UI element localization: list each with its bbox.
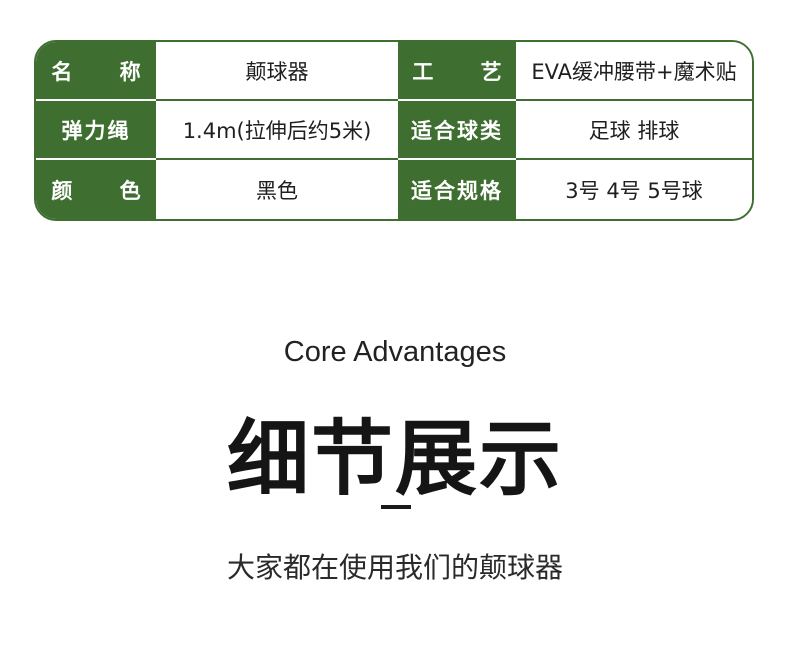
spec-value-color: 黑色 xyxy=(156,160,398,219)
spec-value-craft: EVA缓冲腰带+魔术贴 xyxy=(516,42,752,101)
section-subtitle-en: Core Advantages xyxy=(283,336,507,368)
section-title: 细节展示 xyxy=(226,412,563,507)
spec-value-ball-size: 3号 4号 5号球 xyxy=(516,160,752,219)
spec-table: 名 称 颠球器 工 艺 EVA缓冲腰带+魔术贴 弹力绳 1.4m(拉伸后约5米)… xyxy=(34,40,754,221)
spec-value-elastic-rope: 1.4m(拉伸后约5米) xyxy=(156,101,398,160)
spec-label-name: 名 称 xyxy=(36,42,156,101)
spec-label-elastic-rope: 弹力绳 xyxy=(36,101,156,160)
section-caption: 大家都在使用我们的颠球器 xyxy=(226,551,563,584)
spec-label-craft: 工 艺 xyxy=(398,42,516,101)
spec-label-ball-type: 适合球类 xyxy=(398,101,516,160)
spec-value-ball-type: 足球 排球 xyxy=(516,101,752,160)
spec-value-name: 颠球器 xyxy=(156,42,398,101)
spec-label-ball-size: 适合规格 xyxy=(398,160,516,219)
spec-label-color: 颜 色 xyxy=(36,160,156,219)
title-divider xyxy=(381,505,411,509)
